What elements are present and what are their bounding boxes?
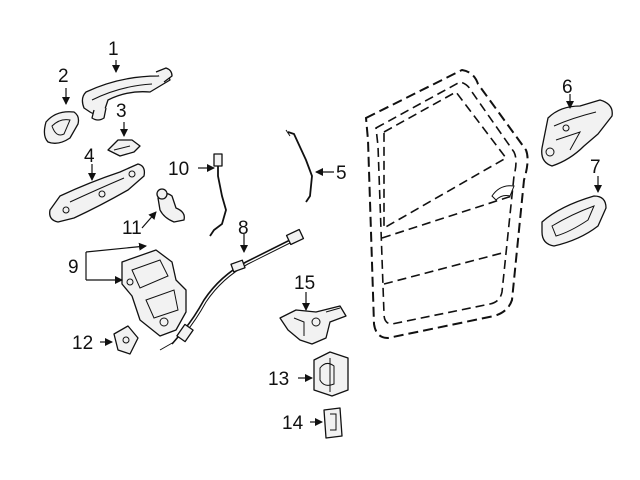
part-10-link-rod [209,153,227,237]
part-7-bezel [541,195,607,247]
callout-3: 3 [116,101,127,122]
callout-4: 4 [84,146,95,167]
callout-5: 5 [336,163,347,184]
part-14-shim [323,407,343,439]
part-4-reinforcement [49,163,146,223]
part-2-handle-cap [43,111,80,144]
callout-1: 1 [108,39,119,60]
part-11-clip [156,188,185,223]
callout-12: 12 [72,333,93,354]
callout-13: 13 [268,369,289,390]
callout-6: 6 [562,77,573,98]
callout-7: 7 [590,157,601,178]
part-1-outside-handle [81,67,173,121]
callout-10: 10 [168,159,189,180]
callout-15: 15 [294,273,315,294]
part-3-bracket [107,139,141,157]
callout-2: 2 [58,66,69,87]
callout-11: 11 [122,218,142,239]
rear-door-outline [364,68,529,340]
part-15-door-check [279,305,347,345]
part-9-lock-assembly [121,249,187,337]
part-8-lock-cable [159,228,305,351]
part-5-rod [285,129,313,203]
callout-14: 14 [282,413,304,434]
part-12-plate [113,325,139,355]
part-13-striker [313,351,349,397]
callout-8: 8 [238,218,249,239]
callout-9: 9 [68,257,79,278]
part-6-inside-handle [541,99,613,167]
